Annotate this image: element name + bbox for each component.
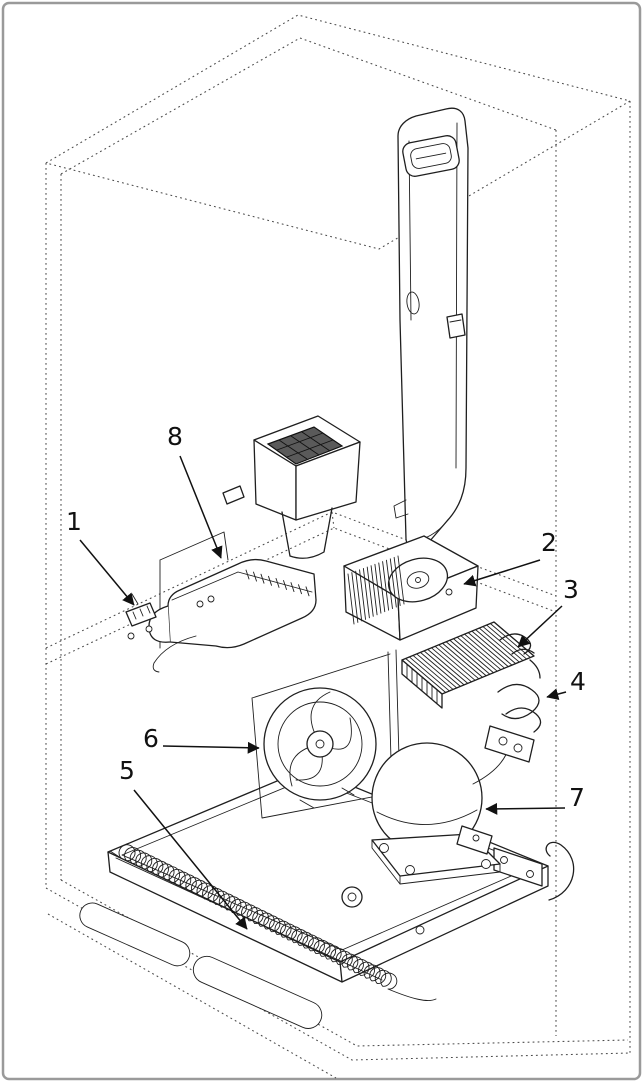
callout-3-number: 3 [563, 575, 579, 604]
duct-grille [402, 135, 460, 177]
callout-3: 3 [517, 575, 579, 648]
callout-6-arrow [162, 741, 260, 754]
callout-5-arrow [133, 789, 248, 930]
pan-screw [415, 925, 425, 935]
callout-6: 6 [143, 724, 260, 754]
evaporator-fins [401, 621, 535, 705]
callout-5-number: 5 [119, 756, 135, 785]
callout-4-number: 4 [570, 667, 586, 696]
ice-mold-teeth [245, 569, 310, 597]
callout-8-number: 8 [167, 422, 183, 451]
service-loop-hook [545, 841, 575, 901]
callout-1-arrow [79, 539, 135, 606]
callout-1: 1 [66, 507, 135, 606]
fill-cup-chute [281, 507, 333, 559]
refrigerant-tubes [484, 659, 542, 763]
callout-4: 4 [546, 667, 586, 700]
compressor-terminal-box [456, 825, 493, 855]
tube-terminal-block [484, 725, 535, 763]
fan-blades [289, 691, 352, 787]
evaporator-coil [401, 621, 535, 709]
drain-pan [107, 767, 549, 983]
wire-harness-connector [125, 593, 157, 640]
fill-cup [222, 415, 361, 559]
callout-8-arrow [179, 455, 223, 559]
defrost-heater-coil [109, 844, 437, 1001]
housing-louvers [347, 555, 405, 625]
compressor [371, 739, 511, 885]
callout-2-number: 2 [541, 528, 557, 557]
condenser-fan [251, 649, 401, 819]
callout-7: 7 [485, 783, 585, 815]
callout-3-arrow [517, 605, 563, 648]
ice-maker-arm [152, 635, 197, 673]
callout-2: 2 [463, 528, 557, 587]
base-slot-left [79, 902, 191, 967]
drain-dome [341, 886, 363, 908]
fan-hub [306, 730, 334, 758]
air-duct-panel [393, 107, 469, 550]
callout-7-arrow [485, 802, 566, 815]
callout-2-arrow [463, 559, 541, 587]
callout-1-number: 1 [66, 507, 82, 536]
base-grille-slots [79, 902, 323, 1029]
ice-maker-body [167, 558, 317, 649]
callout-8: 8 [167, 422, 223, 559]
housing-fan-opening [387, 557, 449, 603]
fan-housing [343, 535, 479, 641]
duct-hook-tab [446, 313, 466, 339]
callout-6-number: 6 [143, 724, 159, 753]
callout-4-arrow [546, 688, 567, 700]
callout-5: 5 [119, 756, 248, 930]
duct-hole [406, 291, 420, 315]
base-slot-right [192, 955, 323, 1029]
fill-cup-tab [222, 485, 245, 505]
callout-7-number: 7 [569, 783, 585, 812]
ice-maker [148, 531, 317, 673]
callouts: 1 2 3 4 5 6 7 8 [66, 422, 586, 930]
